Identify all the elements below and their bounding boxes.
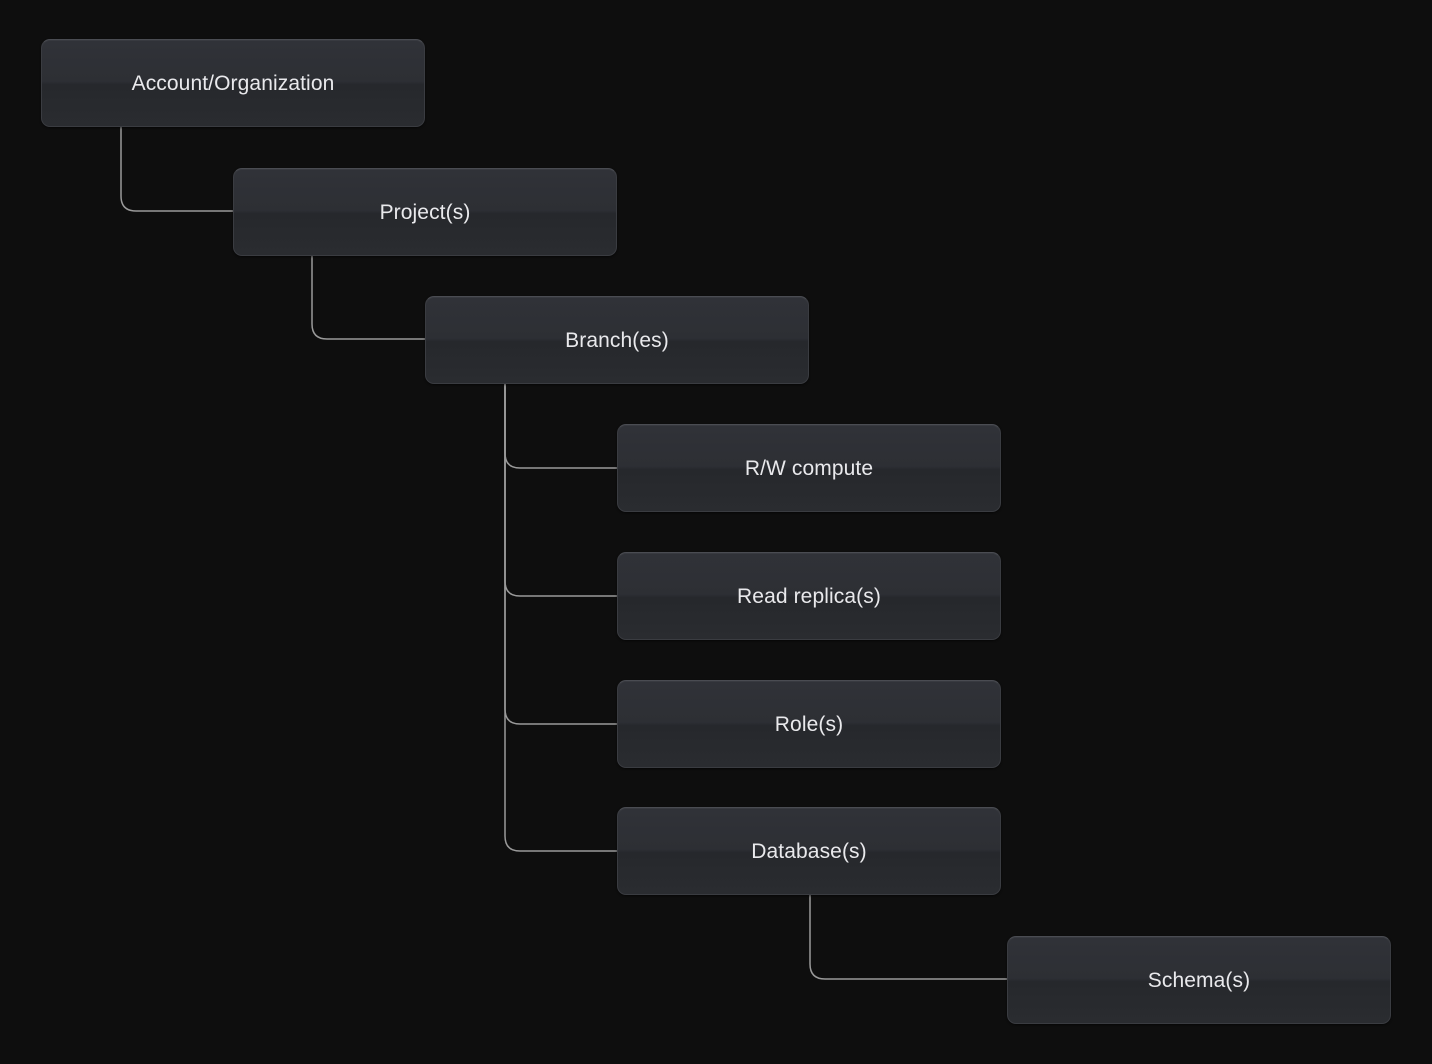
node-label-branch: Branch(es) (565, 328, 669, 352)
node-database[interactable]: Database(s) (617, 807, 1001, 895)
node-rw-compute[interactable]: R/W compute (617, 424, 1001, 512)
node-project[interactable]: Project(s) (233, 168, 617, 256)
edge-branch-to-read-replica (504, 383, 618, 597)
node-label-account: Account/Organization (131, 71, 335, 95)
edge-account-to-project (120, 126, 234, 212)
edge-project-to-branch (311, 255, 426, 340)
edge-branch-to-database (504, 383, 618, 852)
edge-branch-to-rw-compute (504, 383, 618, 469)
node-label-database: Database(s) (751, 839, 867, 863)
node-account[interactable]: Account/Organization (41, 39, 425, 127)
node-label-rw-compute: R/W compute (744, 456, 874, 480)
edge-branch-to-role (504, 383, 618, 725)
edge-database-to-schema (809, 894, 1008, 980)
node-label-project: Project(s) (379, 200, 471, 224)
node-role[interactable]: Role(s) (617, 680, 1001, 768)
node-schema[interactable]: Schema(s) (1007, 936, 1391, 1024)
node-branch[interactable]: Branch(es) (425, 296, 809, 384)
node-label-read-replica: Read replica(s) (737, 584, 881, 608)
node-read-replica[interactable]: Read replica(s) (617, 552, 1001, 640)
node-label-role: Role(s) (774, 712, 844, 736)
node-label-schema: Schema(s) (1147, 968, 1251, 992)
